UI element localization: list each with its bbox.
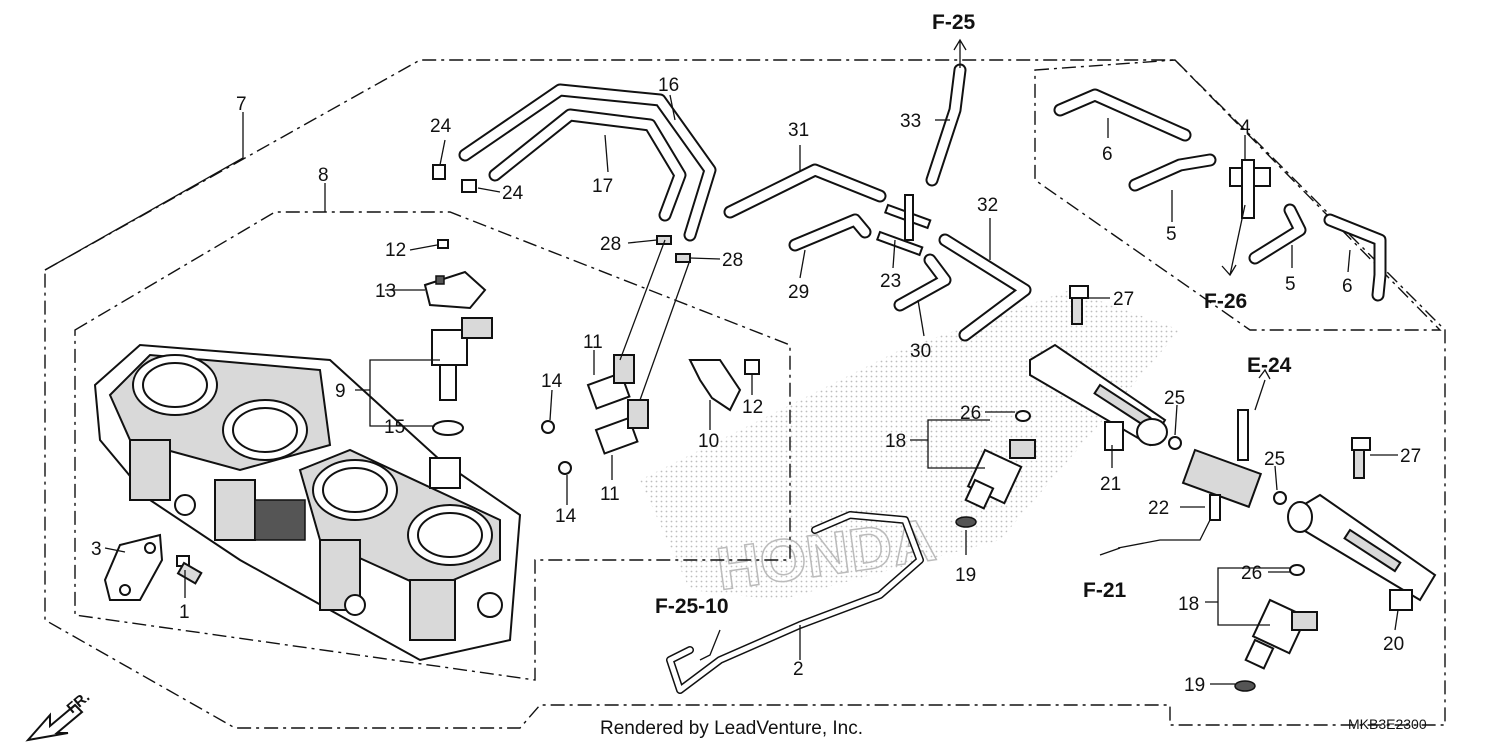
bracket-13 — [423, 239, 487, 310]
bracket-3 — [103, 533, 164, 601]
label-part-4: 4 — [1240, 117, 1251, 138]
label-part-28b: 28 — [722, 250, 743, 271]
label-part-27a: 27 — [1113, 289, 1134, 310]
bolt-27a — [1069, 285, 1089, 325]
footer-credit: Rendered by LeadVenture, Inc. — [600, 718, 863, 739]
label-part-14a: 14 — [541, 371, 563, 392]
fuel-rail-21 — [1029, 343, 1168, 451]
assembly-boundary-8 — [74, 211, 791, 681]
label-part-8: 8 — [318, 165, 329, 186]
label-part-25a: 25 — [1164, 388, 1185, 409]
label-part-14b: 14 — [555, 506, 577, 527]
label-part-24b: 24 — [502, 183, 524, 204]
label-part-5b: 5 — [1285, 274, 1296, 295]
joint-4 — [1229, 159, 1271, 219]
throttle-body — [93, 343, 522, 662]
assembly-boundary-7 — [44, 59, 1446, 729]
hose-group-boundary — [1034, 59, 1442, 331]
ref-e24[interactable]: E-24 — [1247, 354, 1292, 377]
label-part-15: 15 — [384, 417, 405, 438]
label-part-20: 20 — [1383, 634, 1404, 655]
label-part-10: 10 — [698, 431, 719, 452]
ref-f26[interactable]: F-26 — [1204, 290, 1247, 313]
label-part-19b: 19 — [1184, 675, 1205, 696]
bolt-1 — [176, 555, 203, 585]
bolt-27b — [1351, 437, 1371, 479]
ref-f25-10[interactable]: F-25-10 — [655, 595, 729, 618]
clips-24 — [432, 164, 691, 263]
ref-f21[interactable]: F-21 — [1083, 579, 1127, 602]
ref-f25[interactable]: F-25 — [932, 11, 976, 34]
label-part-28a: 28 — [600, 234, 621, 255]
fuel-rail-20 — [1287, 493, 1437, 611]
label-part-30: 30 — [910, 341, 931, 362]
label-part-18a: 18 — [885, 431, 906, 452]
label-part-2: 2 — [793, 659, 804, 680]
label-part-6a: 6 — [1102, 144, 1113, 165]
clamp-10 — [688, 359, 760, 412]
label-part-12a: 12 — [385, 240, 406, 261]
label-part-13: 13 — [375, 281, 396, 302]
label-part-22: 22 — [1148, 498, 1169, 519]
label-part-7: 7 — [236, 94, 247, 115]
label-part-6b: 6 — [1342, 276, 1353, 297]
label-part-17: 17 — [592, 176, 613, 197]
label-part-19a: 19 — [955, 565, 976, 586]
valve-11 — [541, 354, 649, 475]
diagram-code: MKB3E2300 — [1348, 716, 1427, 732]
label-part-32: 32 — [977, 195, 998, 216]
label-part-31: 31 — [788, 120, 809, 141]
label-part-25b: 25 — [1264, 449, 1285, 470]
label-part-3: 3 — [91, 539, 102, 560]
sensor-9 — [431, 317, 493, 436]
label-part-27b: 27 — [1400, 446, 1421, 467]
label-part-12b: 12 — [742, 397, 763, 418]
joint-23 — [875, 194, 932, 257]
label-part-11a: 11 — [583, 332, 603, 353]
front-direction-arrow — [25, 703, 84, 742]
label-part-18b: 18 — [1178, 594, 1199, 615]
label-part-11b: 11 — [600, 484, 620, 505]
label-part-23: 23 — [880, 271, 901, 292]
injector-18a — [955, 410, 1036, 528]
label-part-5a: 5 — [1166, 224, 1177, 245]
pipe-22 — [1168, 409, 1287, 521]
label-part-26b: 26 — [1241, 563, 1262, 584]
label-part-33: 33 — [900, 111, 921, 132]
label-part-1: 1 — [179, 602, 190, 623]
label-part-21: 21 — [1100, 474, 1121, 495]
label-part-24a: 24 — [430, 116, 452, 137]
label-part-26a: 26 — [960, 403, 981, 424]
label-part-29: 29 — [788, 282, 809, 303]
injector-18b — [1234, 564, 1318, 692]
label-part-16: 16 — [658, 75, 679, 96]
label-part-9: 9 — [335, 381, 346, 402]
